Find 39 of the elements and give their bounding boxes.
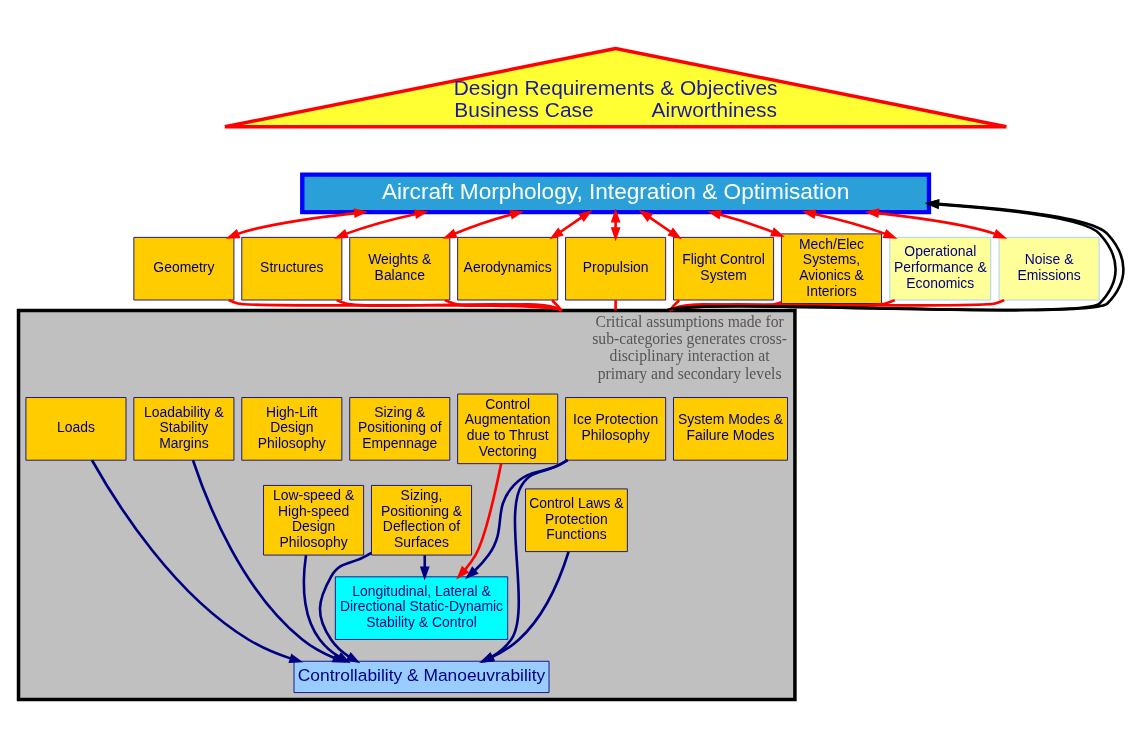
arrow [549,210,593,240]
node-box: Loadability & Stability Margins [133,397,235,461]
connector [228,298,562,312]
arrow [864,208,1008,239]
arrow [610,208,621,242]
node-box: Structures [241,236,343,301]
node-box: Control Laws & Protection Functions [525,488,628,552]
connector [444,298,563,312]
node-box: Weights & Balance [349,236,451,301]
node-box: Sizing & Positioning of Empennage [349,397,451,461]
node-box: Longitudinal, Lateral & Directional Static-Dynamic Stability & Control [334,576,509,640]
node-box: Aircraft Morphology, Integration & Optimisation [300,172,932,215]
node-box: Flight Control System [673,236,775,301]
arrow [90,459,304,663]
arrow [456,463,503,580]
node-box: Mech/Elec Systems, Avionics & Interiors [781,233,882,304]
arrow [442,210,525,239]
node-box: System Modes & Failure Modes [673,397,788,461]
arrow [638,210,682,240]
arrow [334,209,429,239]
connector [551,299,563,312]
node-box: Geometry [133,236,235,301]
node-box: Ice Protection Philosophy [565,397,667,461]
node-box: Aerodynamics [457,236,559,301]
arrow [225,208,368,239]
node-box: Propulsion [565,236,667,301]
node-box: High-Lift Design Philosophy [241,397,343,461]
arrow [801,209,898,239]
arrow [419,555,430,581]
connector [336,298,563,312]
node-box: Loads [25,397,127,461]
node-box: Control Augmentation due to Thrust Vectoring [457,393,559,465]
arrow [707,210,785,238]
node-box: Noise & Emissions [998,236,1100,301]
node-box: Operational Performance & Economics [889,236,992,301]
node-box: Controllability & Manoeuvrability [293,660,550,694]
node-box: Sizing, Positioning & Deflection of Surfaces [371,485,472,556]
connector [614,300,617,311]
node-box: Low-speed & High-speed Design Philosophy [263,485,365,556]
